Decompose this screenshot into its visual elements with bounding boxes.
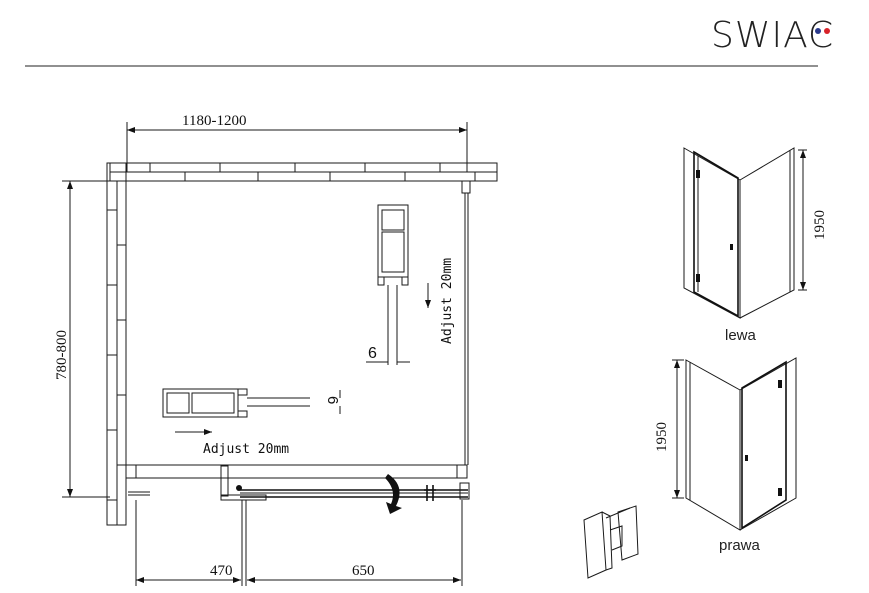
adjust-horizontal-label: Adjust 20mm bbox=[203, 442, 289, 457]
adjust-vertical-label: Adjust 20mm bbox=[440, 258, 455, 344]
width-label: 1180-1200 bbox=[182, 113, 246, 129]
view-left-hinged: 1950 lewa bbox=[683, 147, 828, 344]
depth-label: 780-800 bbox=[54, 330, 70, 380]
top-wall bbox=[109, 162, 498, 182]
gap-label-top: 6 bbox=[368, 345, 377, 362]
door-swing-arrow-icon bbox=[385, 474, 402, 514]
view-right-hinged: 1950 prawa bbox=[654, 357, 797, 554]
logo-text: SWIAC bbox=[711, 15, 834, 56]
side-panel bbox=[461, 180, 471, 465]
door-knob-illustration bbox=[583, 505, 639, 579]
left-view-height: 1950 bbox=[812, 210, 828, 240]
logo-dot-blue bbox=[815, 28, 821, 34]
dimension-470: 470 bbox=[210, 563, 233, 579]
depth-dimension: 780-800 bbox=[54, 180, 110, 498]
dimension-650: 650 bbox=[352, 563, 375, 579]
bottom-dimensions: 470 650 bbox=[135, 500, 463, 586]
left-wall bbox=[106, 162, 127, 526]
width-dimension: 1180-1200 bbox=[126, 113, 468, 172]
right-view-height: 1950 bbox=[654, 422, 670, 452]
right-view-caption: prawa bbox=[719, 537, 761, 554]
vertical-profile-detail: 6 Adjust 20mm bbox=[366, 204, 455, 365]
brand-logo: SWIAC bbox=[711, 15, 834, 56]
gap-label-side: 6 bbox=[324, 396, 341, 404]
logo-dot-red bbox=[824, 28, 830, 34]
left-view-caption: lewa bbox=[725, 327, 757, 344]
horizontal-profile-detail: 6 Adjust 20mm bbox=[162, 388, 341, 457]
bottom-profile bbox=[125, 464, 470, 501]
